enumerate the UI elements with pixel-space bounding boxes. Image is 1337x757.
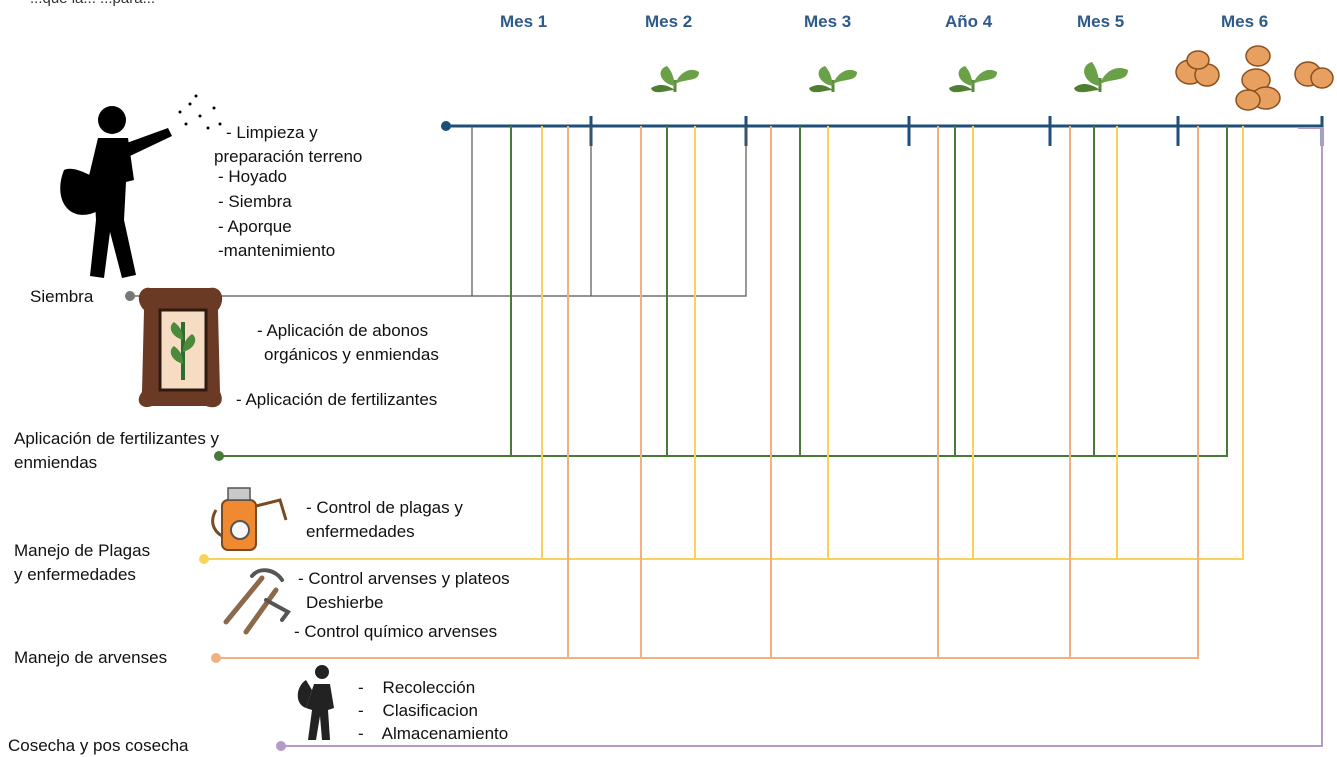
fertilizantes-connector	[219, 126, 1228, 457]
plagas-dot	[199, 554, 209, 564]
cosecha-activity-3: - Almacenamiento	[358, 724, 509, 743]
siembra-activity-2: preparación terreno	[214, 147, 363, 166]
arvenses-activity-3: - Control químico arvenses	[294, 622, 498, 641]
month-label-5: Mes 5	[1077, 12, 1125, 31]
plagas-activity-1: - Control de plagas y	[306, 498, 463, 517]
category-label-plagas-1: Manejo de Plagas	[14, 541, 151, 560]
seedling-icon	[949, 66, 997, 93]
month-label-1: Mes 1	[500, 12, 548, 31]
cosecha-dot	[276, 741, 286, 751]
siembra-dot	[125, 291, 135, 301]
arvenses-activity-2: Deshierbe	[306, 593, 384, 612]
siembra-activity-6: -mantenimiento	[218, 241, 336, 260]
sprayer-icon	[211, 487, 288, 551]
plagas-activity-2: enfermedades	[306, 522, 415, 541]
month-label-2: Mes 2	[645, 12, 693, 31]
hoe-tools-icon	[223, 568, 291, 635]
fertilizantes-activity-1: - Aplicación de abonos	[257, 321, 429, 340]
seedling-icon	[1074, 62, 1128, 93]
cosecha-activity-1: - Recolección	[358, 678, 476, 697]
seedling-icon	[651, 66, 699, 93]
month-label-4: Año 4	[945, 12, 993, 31]
fertilizer-sack-icon	[138, 287, 223, 408]
siembra-activity-3: - Hoyado	[218, 167, 287, 186]
siembra-activity-4: - Siembra	[218, 192, 292, 211]
harvester-icon	[297, 665, 334, 740]
category-label-cosecha: Cosecha y pos cosecha	[8, 736, 189, 755]
arvenses-dot	[211, 653, 221, 663]
category-label-fertilizantes-1: Aplicación de fertilizantes y	[14, 429, 220, 448]
category-label-plagas-2: y enfermedades	[14, 565, 136, 584]
month-label-6: Mes 6	[1221, 12, 1269, 31]
arvenses-connector	[216, 126, 1199, 659]
siembra-activity-1: - Limpieza y	[226, 123, 318, 142]
category-label-siembra: Siembra	[30, 287, 94, 306]
potato-icon	[1175, 45, 1334, 111]
cosecha-activity-2: - Clasificacion	[358, 701, 478, 720]
category-label-arvenses: Manejo de arvenses	[14, 648, 168, 667]
farmer-sowing-icon	[60, 94, 222, 278]
siembra-activity-5: - Aporque	[218, 217, 292, 236]
plagas-connector	[204, 126, 1244, 560]
category-label-fertilizantes-2: enmiendas	[14, 453, 98, 472]
timeline-start-dot	[441, 121, 451, 131]
top-note: ...que la... ...para...	[30, 0, 155, 10]
fertilizantes-dot	[214, 451, 224, 461]
month-label-3: Mes 3	[804, 12, 852, 31]
arvenses-activity-1: - Control arvenses y plateos	[298, 569, 510, 588]
fertilizantes-activity-2: orgánicos y enmiendas	[264, 345, 439, 364]
cosecha-connector	[281, 127, 1323, 747]
fertilizantes-activity-3: - Aplicación de fertilizantes	[236, 390, 438, 409]
seedling-icon	[809, 66, 857, 93]
